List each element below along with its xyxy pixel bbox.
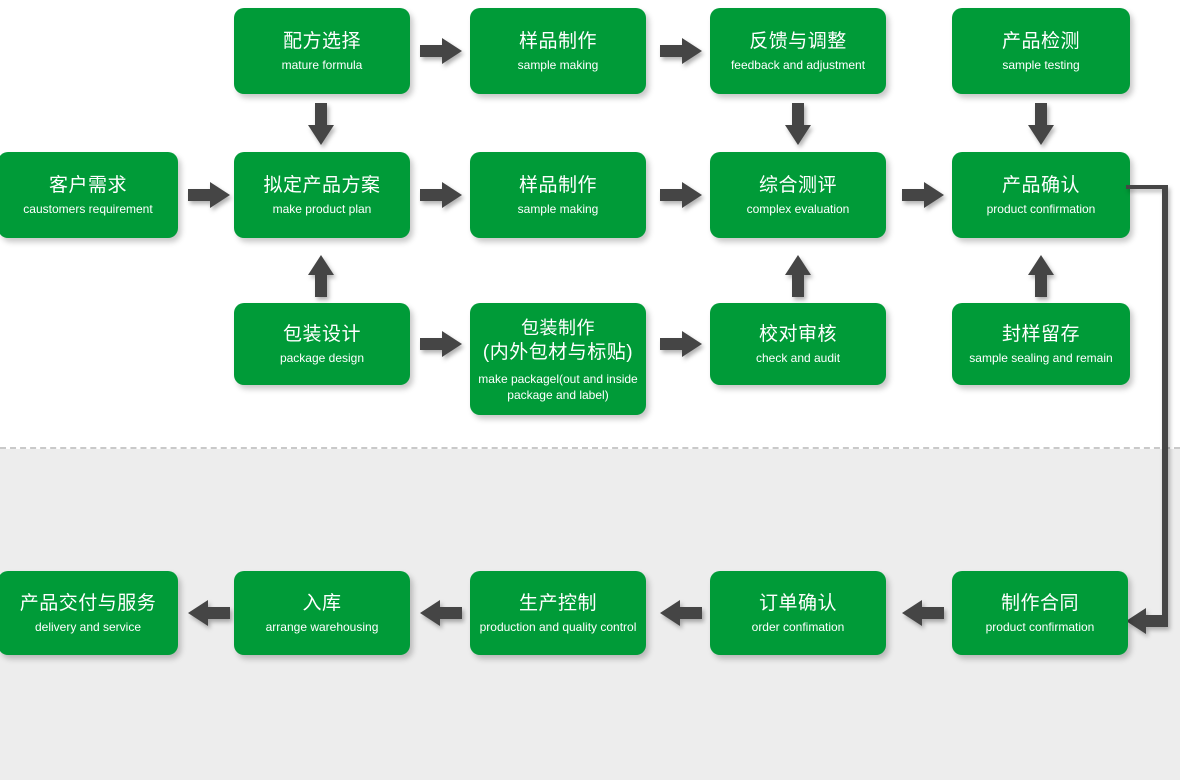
- node-title-en-line2: package and label): [507, 387, 609, 402]
- arrow-right-sample-to-feedback: [660, 38, 702, 64]
- node-title-cn: 产品确认: [1001, 175, 1080, 196]
- arrow-up-sealing-to-confirmation: [1028, 255, 1054, 297]
- node-title-cn: 包装设计: [282, 324, 361, 345]
- node-title-en: order confimation: [751, 620, 845, 634]
- node-sample-making-main[interactable]: 样品制作 sample making: [470, 152, 646, 238]
- node-title-en: sample testing: [1002, 58, 1080, 72]
- node-title-en: delivery and service: [34, 620, 142, 634]
- node-check-audit[interactable]: 校对审核 check and audit: [710, 303, 886, 385]
- arrow-left-contract-to-order: [902, 600, 944, 626]
- node-title-cn: 订单确认: [758, 593, 837, 614]
- node-title-cn: 样品制作: [518, 175, 597, 196]
- node-title-en: sample making: [517, 58, 599, 72]
- arrow-down-feedback-to-evaluation: [785, 103, 811, 145]
- node-title-en: complex evaluation: [746, 202, 850, 216]
- node-formula-selection[interactable]: 配方选择 mature formula: [234, 8, 410, 94]
- node-make-contract[interactable]: 制作合同 product confirmation: [952, 571, 1128, 655]
- node-title-en: product confirmation: [985, 620, 1095, 634]
- node-order-confirmation[interactable]: 订单确认 order confimation: [710, 571, 886, 655]
- node-sample-making-top[interactable]: 样品制作 sample making: [470, 8, 646, 94]
- node-title-en: caustomers requirement: [23, 202, 153, 216]
- node-warehousing[interactable]: 入库 arrange warehousing: [234, 571, 410, 655]
- node-delivery-service[interactable]: 产品交付与服务 delivery and service: [0, 571, 178, 655]
- node-title-en: check and audit: [755, 351, 841, 365]
- node-title-cn: 客户需求: [48, 175, 127, 196]
- node-package-design[interactable]: 包装设计 package design: [234, 303, 410, 385]
- node-complex-evaluation[interactable]: 综合测评 complex evaluation: [710, 152, 886, 238]
- node-title-en: package design: [279, 351, 365, 365]
- arrow-right-plan-to-sample: [420, 182, 462, 208]
- arrow-left-order-to-production: [660, 600, 702, 626]
- arrow-up-package-design-to-plan: [308, 255, 334, 297]
- node-product-testing[interactable]: 产品检测 sample testing: [952, 8, 1130, 94]
- node-title-cn: 配方选择: [282, 31, 361, 52]
- node-title-en: sample making: [517, 202, 599, 216]
- arrow-up-audit-to-evaluation: [785, 255, 811, 297]
- arrow-right-sample-to-evaluation: [660, 182, 702, 208]
- node-title-en: arrange warehousing: [265, 620, 379, 634]
- arrow-left-warehouse-to-delivery: [188, 600, 230, 626]
- node-title-cn: 反馈与调整: [749, 31, 847, 52]
- product-confirmation-to-contract-connector: [1126, 185, 1180, 635]
- node-title-en: sample sealing and remain: [969, 351, 1113, 365]
- node-title-cn: 拟定产品方案: [263, 175, 381, 196]
- node-title-cn: 校对审核: [758, 324, 837, 345]
- node-title-cn: 产品检测: [1001, 31, 1080, 52]
- node-subtitle-cn: (内外包材与标贴): [482, 341, 634, 363]
- node-product-plan[interactable]: 拟定产品方案 make product plan: [234, 152, 410, 238]
- node-title-cn: 生产控制: [518, 593, 597, 614]
- node-title-cn: 入库: [302, 593, 342, 614]
- node-title-cn: 包装制作: [521, 317, 595, 338]
- node-title-en-line1: make packagel(out and inside: [478, 371, 638, 386]
- node-title-en: make product plan: [272, 202, 372, 216]
- node-title-cn: 封样留存: [1001, 324, 1080, 345]
- arrow-right-formula-to-sample: [420, 38, 462, 64]
- arrow-down-formula-to-plan: [308, 103, 334, 145]
- node-title-en: product confirmation: [986, 202, 1096, 216]
- arrow-down-testing-to-confirmation: [1028, 103, 1054, 145]
- node-title-en: production and quality control: [479, 620, 637, 634]
- arrow-right-requirement-to-plan: [188, 182, 230, 208]
- node-title-cn: 样品制作: [518, 31, 597, 52]
- section-divider: [0, 447, 1180, 449]
- arrow-left-production-to-warehouse: [420, 600, 462, 626]
- node-product-confirmation[interactable]: 产品确认 product confirmation: [952, 152, 1130, 238]
- arrow-right-evaluation-to-confirmation: [902, 182, 944, 208]
- node-title-cn: 产品交付与服务: [19, 593, 157, 614]
- node-title-en: mature formula: [281, 58, 363, 72]
- node-title-cn: 制作合同: [1000, 593, 1079, 614]
- node-package-production[interactable]: 包装制作 (内外包材与标贴) make packagel(out and ins…: [470, 303, 646, 415]
- arrow-right-production-to-audit: [660, 331, 702, 357]
- node-production-control[interactable]: 生产控制 production and quality control: [470, 571, 646, 655]
- node-title-en: feedback and adjustment: [730, 58, 866, 72]
- node-customer-requirement[interactable]: 客户需求 caustomers requirement: [0, 152, 178, 238]
- node-feedback-adjustment[interactable]: 反馈与调整 feedback and adjustment: [710, 8, 886, 94]
- arrow-right-design-to-production: [420, 331, 462, 357]
- node-sample-sealing[interactable]: 封样留存 sample sealing and remain: [952, 303, 1130, 385]
- node-title-cn: 综合测评: [758, 175, 837, 196]
